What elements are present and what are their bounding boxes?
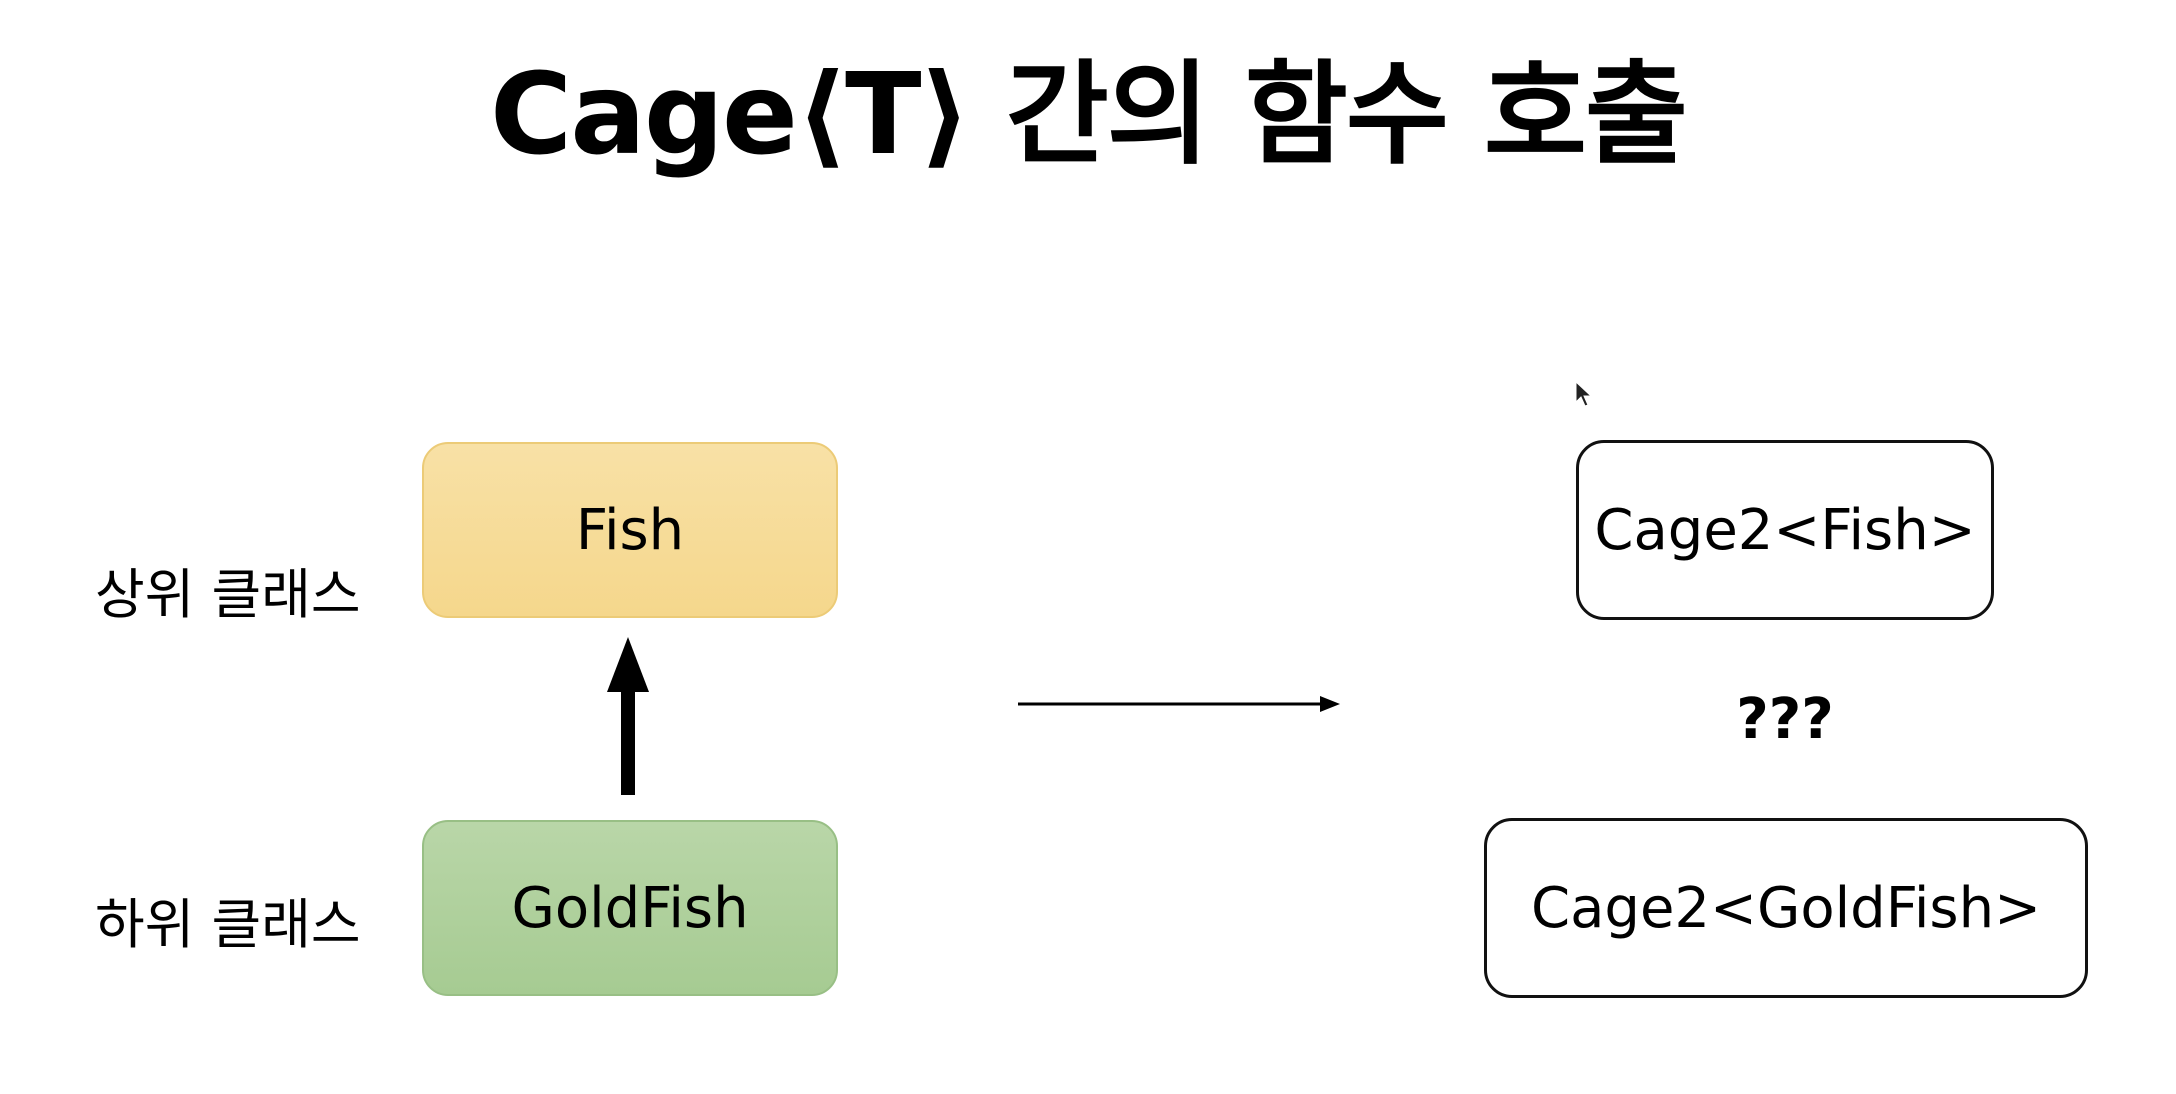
superclass-label: 상위 클래스 — [95, 563, 361, 626]
subclass-label: 하위 클래스 — [95, 893, 361, 956]
goldfish-class-label: GoldFish — [511, 875, 749, 941]
cage-fish-label: Cage2<Fish> — [1594, 497, 1976, 563]
cage-fish-box: Cage2<Fish> — [1576, 440, 1994, 620]
goldfish-class-box: GoldFish — [422, 820, 838, 996]
cage-goldfish-label: Cage2<GoldFish> — [1530, 875, 2041, 941]
arrow-right-icon — [1018, 696, 1340, 712]
cage-goldfish-box: Cage2<GoldFish> — [1484, 818, 2088, 998]
fish-class-box: Fish — [422, 442, 838, 618]
mouse-cursor-icon — [1575, 380, 1593, 407]
fish-class-label: Fish — [575, 497, 685, 563]
page-title: Cage⟨T⟩ 간의 함수 호출 — [490, 50, 1688, 180]
relation-question: ??? — [1736, 687, 1834, 752]
arrow-up-icon — [607, 637, 649, 795]
